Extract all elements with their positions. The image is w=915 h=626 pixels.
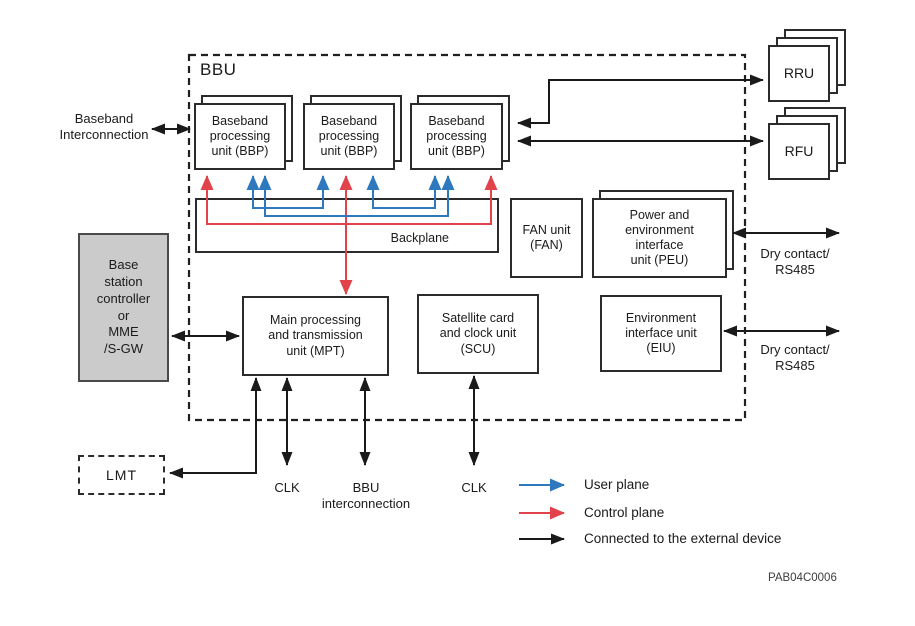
bbu-label: BBU	[200, 60, 237, 79]
rru-stack: RRU	[768, 29, 846, 102]
mpt-to-lmt-arrow	[169, 377, 262, 479]
bbp-unit-1-stack: Baseband processing unit (BBP)	[194, 95, 293, 170]
lmt-box: LMT	[78, 455, 165, 495]
peu-stack: Power and environment interface unit (PE…	[592, 190, 734, 278]
peu-box: Power and environment interface unit (PE…	[592, 198, 727, 278]
legend-user-plane: User plane	[518, 477, 649, 492]
mpt-box: Main processing and transmission unit (M…	[242, 296, 389, 376]
bbp-unit-3-stack: Baseband processing unit (BBP)	[410, 95, 510, 170]
legend-external-device-label: Connected to the external device	[584, 531, 782, 546]
bbp-unit-2-stack: Baseband processing unit (BBP)	[303, 95, 402, 170]
clk-mpt-label: CLK	[274, 480, 300, 495]
bbp-unit-1-box: Baseband processing unit (BBP)	[194, 103, 286, 170]
legend-control-plane: Control plane	[518, 505, 664, 520]
baseband-interconnection-label: Baseband Interconnection	[59, 111, 149, 142]
legend-user-plane-label: User plane	[584, 477, 650, 492]
fan-unit-box: FAN unit (FAN)	[510, 198, 583, 278]
user-plane-arrow-icon	[519, 478, 565, 491]
base-station-controller-box: Base station controller or MME /S-GW	[78, 233, 169, 382]
backplane-label: Backplane	[390, 230, 449, 245]
bbp-unit-2-box: Baseband processing unit (BBP)	[303, 103, 395, 170]
external-device-arrow-icon	[519, 533, 565, 544]
clk-scu-label: CLK	[461, 480, 487, 495]
eiu-box: Environment interface unit (EIU)	[600, 295, 722, 372]
scu-box: Satellite card and clock unit (SCU)	[417, 294, 539, 374]
dry-contact-rs485-top-label: Dry contact/ RS485	[760, 246, 830, 277]
figure-id: PAB04C0006	[768, 572, 837, 584]
backplane-box: Backplane	[195, 198, 499, 253]
rfu-box: RFU	[768, 123, 830, 180]
dry-contact-rs485-bottom-label: Dry contact/ RS485	[760, 342, 830, 373]
rru-box: RRU	[768, 45, 830, 102]
bbu-interconnection-label: BBU interconnection	[321, 480, 411, 511]
control-plane-arrow-icon	[519, 506, 565, 519]
rfu-stack: RFU	[768, 107, 846, 180]
bbp-to-rru-arrow	[517, 74, 764, 129]
bbp-unit-3-box: Baseband processing unit (BBP)	[410, 103, 503, 170]
legend-external-device: Connected to the external device	[518, 531, 781, 546]
legend-control-plane-label: Control plane	[584, 505, 665, 520]
